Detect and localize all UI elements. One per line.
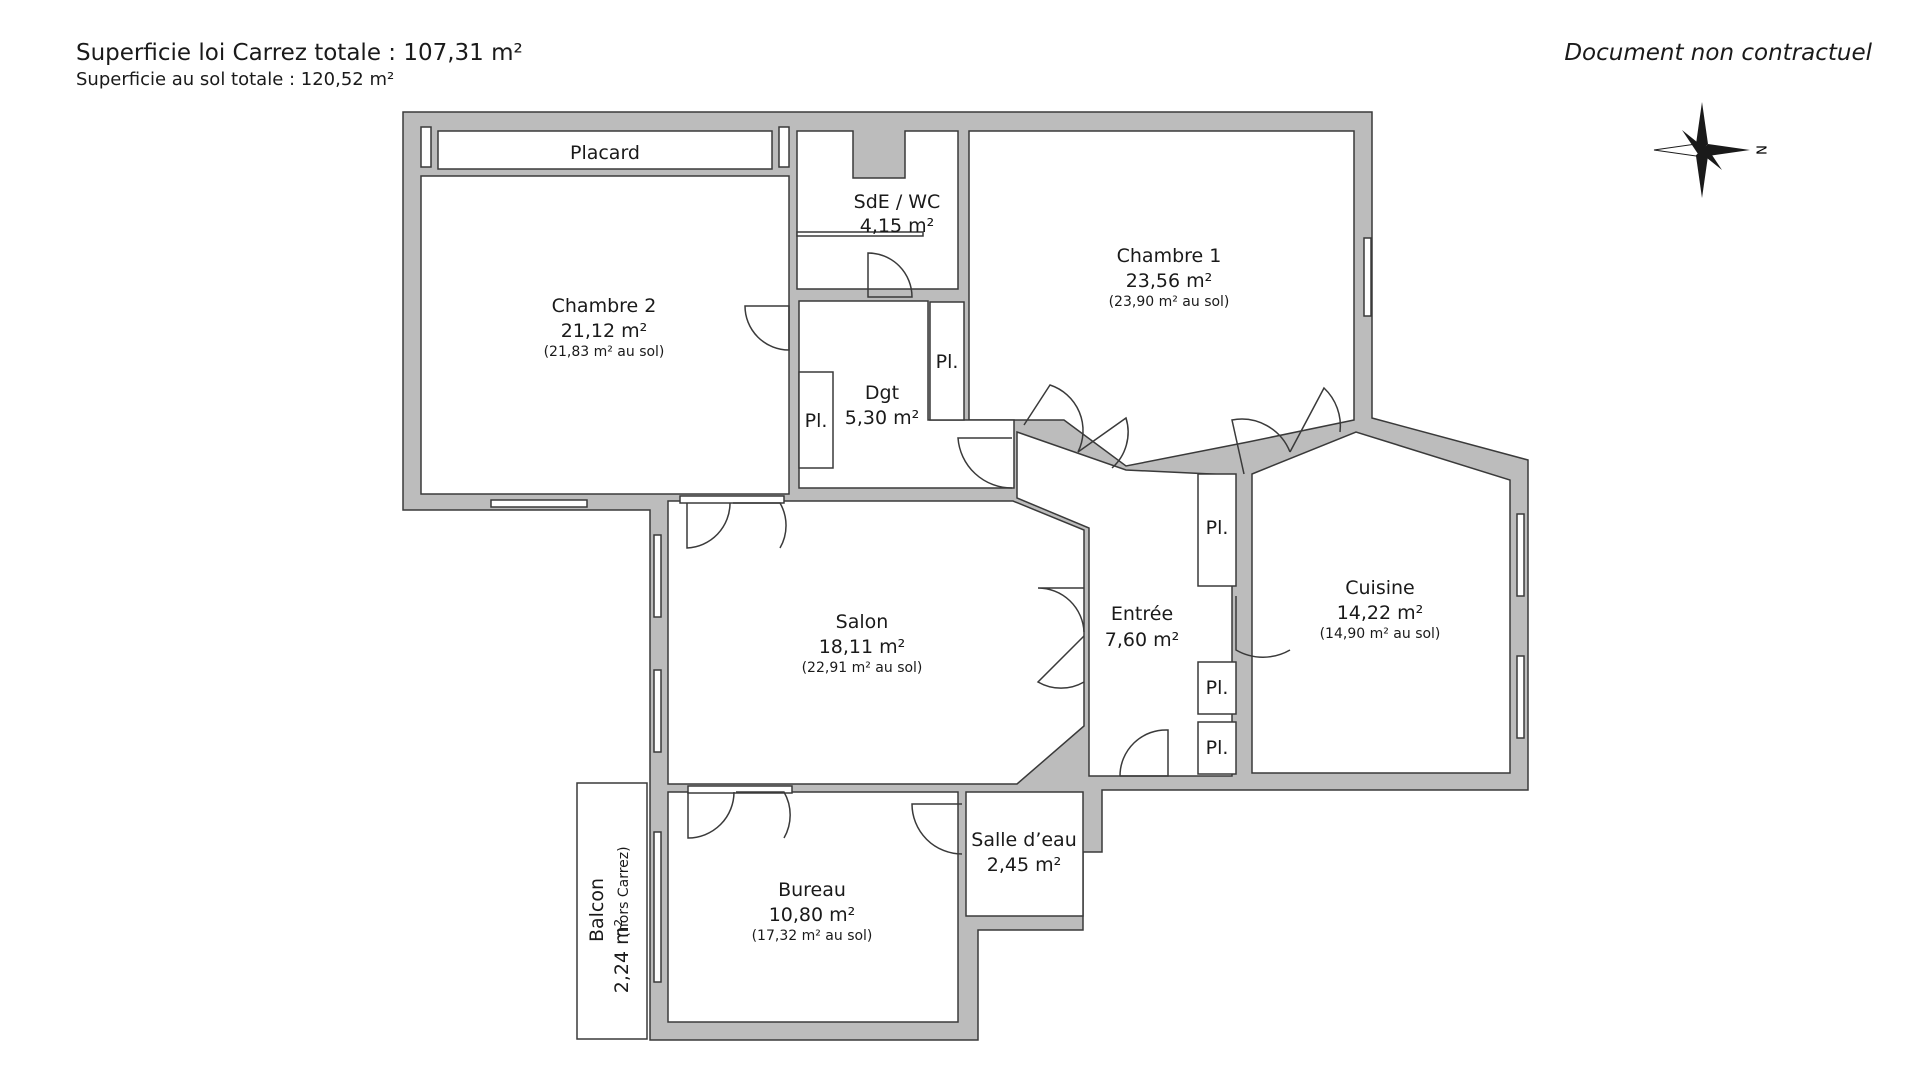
label-salon-area: 18,11 m² <box>819 636 906 658</box>
label-salon-name: Salon <box>836 611 889 633</box>
placard-pl-entree-2 <box>1197 661 1237 715</box>
room-chambre2-floor <box>420 175 790 495</box>
door-bureau-double[interactable] <box>687 791 791 839</box>
floor-total-subtitle: Superficie au sol totale : 120,52 m² <box>76 69 395 90</box>
carrez-total-title: Superficie loi Carrez totale : 107,31 m² <box>76 40 523 66</box>
window-bureau-left <box>653 831 662 983</box>
window-chambre1-right <box>1363 237 1372 317</box>
placard-pl-dgt-right <box>929 301 965 421</box>
window-salon-top <box>679 495 785 504</box>
label-cuisine-sol: (14,90 m² au sol) <box>1320 626 1441 642</box>
room-dgt-floor <box>798 300 1015 489</box>
room-sde-wc-floor <box>796 130 959 290</box>
label-bureau-sol: (17,32 m² au sol) <box>752 928 873 944</box>
label-chambre2-sol: (21,83 m² au sol) <box>544 344 665 360</box>
placard-pl-entree-3 <box>1197 721 1237 775</box>
plan-header: Superficie loi Carrez totale : 107,31 m²… <box>76 38 523 92</box>
room-placard-floor <box>437 130 773 170</box>
label-pl-dgt: Pl. <box>805 410 828 432</box>
label-salle-eau-area: 2,45 m² <box>987 854 1061 876</box>
window-cuisine-right-1 <box>1516 513 1525 597</box>
room-salle-eau-floor <box>965 791 1084 917</box>
label-entree-area: 7,60 m² <box>1105 629 1179 651</box>
label-sde-wc-area: 4,15 m² <box>860 215 934 237</box>
label-salle-eau-name: Salle d’eau <box>971 829 1076 851</box>
label-bureau-name: Bureau <box>778 879 846 901</box>
door-dgt-left[interactable] <box>957 437 1013 489</box>
compass-north-label: N <box>1753 145 1768 155</box>
window-chambre2-bottom <box>490 499 588 508</box>
placard-right-niche <box>778 126 790 168</box>
label-balcon-name: Balcon <box>586 878 608 942</box>
placard-pl-entree-1 <box>1197 473 1237 587</box>
label-bureau-area: 10,80 m² <box>769 904 856 926</box>
label-cuisine-name: Cuisine <box>1345 577 1415 599</box>
label-pl-entree-2: Pl. <box>1206 677 1229 699</box>
label-pl-entree-3: Pl. <box>1206 737 1229 759</box>
label-balcon-area: 2,24 m² <box>611 919 633 993</box>
door-chambre1-left[interactable] <box>1023 384 1084 453</box>
label-chambre1-sol: (23,90 m² au sol) <box>1109 294 1230 310</box>
label-chambre1-name: Chambre 1 <box>1117 245 1222 267</box>
room-balcon-floor <box>576 782 648 1040</box>
door-chambre1-left-b[interactable] <box>1077 416 1129 469</box>
label-pl-entree-1: Pl. <box>1206 517 1229 539</box>
label-balcon-note: (hors Carrez) <box>616 846 632 937</box>
room-bureau-floor <box>667 791 959 1023</box>
compass-rose-icon: N <box>1653 102 1768 198</box>
door-chambre1-right[interactable] <box>1231 418 1291 475</box>
placard-left-niche <box>420 126 432 168</box>
door-chambre2[interactable] <box>744 305 790 351</box>
window-cuisine-right-2 <box>1516 655 1525 739</box>
placard-pl-dgt <box>798 371 834 469</box>
door-salon-entree[interactable] <box>1036 587 1085 689</box>
label-dgt-name: Dgt <box>865 382 899 404</box>
room-cuisine-floor <box>1251 431 1511 774</box>
label-sde-wc-name: SdE / WC <box>854 191 941 213</box>
label-entree-name: Entrée <box>1111 603 1173 625</box>
label-placard: Placard <box>570 142 640 164</box>
label-chambre2-area: 21,12 m² <box>561 320 648 342</box>
label-salon-sol: (22,91 m² au sol) <box>802 660 923 676</box>
window-bureau-top <box>687 785 793 794</box>
sde-wc-shelf <box>796 231 924 237</box>
door-sde-wc[interactable] <box>867 252 913 298</box>
door-cuisine[interactable] <box>1235 596 1291 658</box>
label-cuisine-area: 14,22 m² <box>1337 602 1424 624</box>
label-chambre1-area: 23,56 m² <box>1126 270 1213 292</box>
door-entree-bottom[interactable] <box>1119 729 1169 777</box>
door-salon-double-top[interactable] <box>686 502 787 549</box>
disclaimer: Document non contractuel <box>1564 40 1872 66</box>
room-salon-floor <box>667 500 1085 785</box>
label-pl-dgt-right: Pl. <box>936 351 959 373</box>
door-salle-eau[interactable] <box>911 803 963 855</box>
door-chambre1-right-b[interactable] <box>1289 386 1342 453</box>
label-chambre2-name: Chambre 2 <box>552 295 657 317</box>
window-salon-left-1 <box>653 534 662 618</box>
window-salon-left-2 <box>653 669 662 753</box>
label-dgt-area: 5,30 m² <box>845 407 919 429</box>
